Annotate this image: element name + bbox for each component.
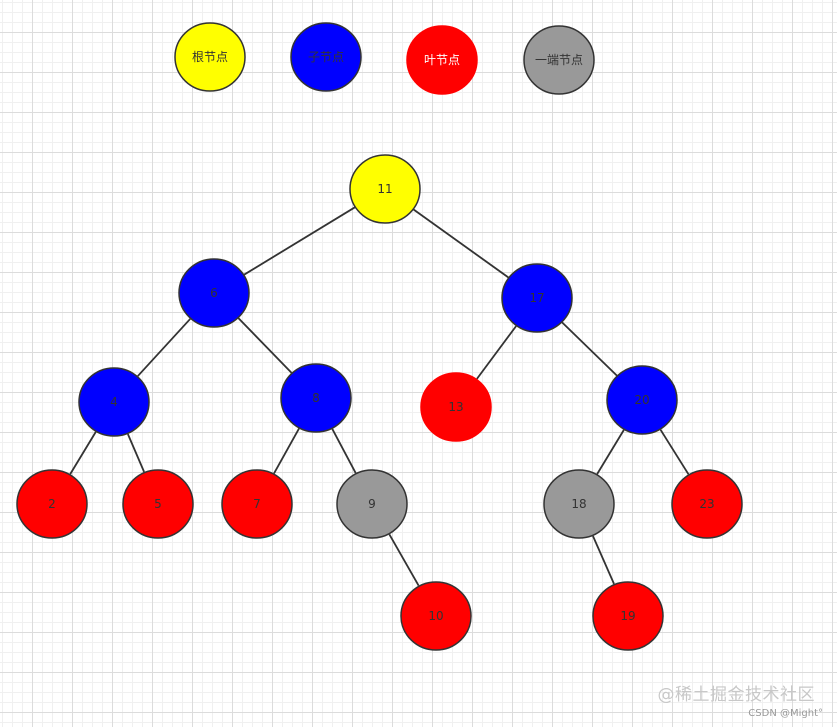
edge-8-7 [273,428,300,474]
edge-6-8 [237,317,293,374]
node-6-circle [178,258,250,328]
node-13-circle [420,372,492,442]
edge-8-9 [331,428,357,474]
tree-node-7: 7 [221,469,293,539]
legend-single-swatch [523,25,595,95]
edge-4-2 [69,431,97,475]
tree-node-2: 2 [16,469,88,539]
edge-11-17 [412,208,510,279]
node-23-circle [671,469,743,539]
node-18-label: 18 [571,497,586,511]
tree-node-5: 5 [122,469,194,539]
tree-edges [69,206,690,587]
edge-9-10 [388,533,420,587]
node-2-circle [16,469,88,539]
node-7-label: 7 [253,497,261,511]
legend-root-label: 根节点 [192,50,228,64]
tree-node-13: 13 [420,372,492,442]
node-23-label: 23 [699,497,714,511]
node-2-label: 2 [48,497,56,511]
tree-nodes: 11 6 17 4 8 13 20 2 5 7 9 18 23 10 19 [16,154,743,651]
edge-18-19 [592,535,615,585]
watermark-juejin: @稀土掘金技术社区 [657,685,815,705]
node-17-circle [501,263,573,333]
tree-node-18: 18 [543,469,615,539]
tree-node-10: 10 [400,581,472,651]
node-9-circle [336,469,408,539]
edge-20-18 [596,429,625,475]
edge-17-20 [561,321,618,377]
edge-11-6 [243,206,356,276]
node-9-label: 9 [368,497,376,511]
node-5-label: 5 [154,497,162,511]
edge-17-13 [476,325,517,380]
node-11-circle [349,154,421,224]
edge-20-23 [659,429,690,475]
legend-child: 子节点 [290,22,362,92]
node-6-label: 6 [210,286,218,300]
node-8-circle [280,363,352,433]
tree-node-9: 9 [336,469,408,539]
node-8-label: 8 [312,391,320,405]
tree-node-20: 20 [606,365,678,435]
legend-leaf-swatch [406,25,478,95]
node-10-circle [400,581,472,651]
legend-child-label: 子节点 [308,50,344,64]
node-17-label: 17 [529,291,544,305]
node-19-label: 19 [620,609,635,623]
edge-4-5 [127,433,145,473]
node-18-circle [543,469,615,539]
node-10-label: 10 [428,609,443,623]
edge-6-4 [137,318,191,377]
tree-node-6: 6 [178,258,250,328]
node-13-label: 13 [448,400,463,414]
node-4-circle [78,367,150,437]
watermark-csdn: CSDN @Might° [748,708,823,719]
tree-node-11: 11 [349,154,421,224]
node-4-label: 4 [110,395,118,409]
node-20-label: 20 [634,393,649,407]
legend-root-swatch [174,22,246,92]
node-5-circle [122,469,194,539]
node-7-circle [221,469,293,539]
legend-leaf: 叶节点 [406,25,478,95]
tree-node-4: 4 [78,367,150,437]
node-19-circle [592,581,664,651]
node-20-circle [606,365,678,435]
legend-root: 根节点 [174,22,246,92]
tree-node-23: 23 [671,469,743,539]
node-11-label: 11 [377,182,392,196]
legend-single-label: 一端节点 [535,53,583,67]
tree-node-19: 19 [592,581,664,651]
legend-single: 一端节点 [523,25,595,95]
legend-leaf-label: 叶节点 [424,53,460,67]
tree-node-17: 17 [501,263,573,333]
legend-child-swatch [290,22,362,92]
tree-node-8: 8 [280,363,352,433]
legend: 根节点 子节点 叶节点 一端节点 [174,22,595,95]
